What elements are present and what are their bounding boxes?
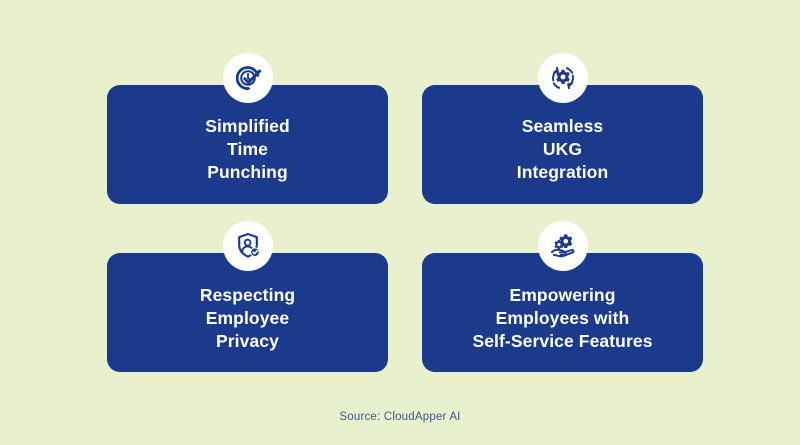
source-caption: Source: CloudApper AI [339, 411, 461, 423]
badge-shield-user-check [222, 221, 273, 271]
gear-sync-icon [548, 63, 578, 93]
feature-card-label: Empowering Employees with Self-Service F… [472, 285, 653, 351]
feature-card-empowering-employees-self-service[interactable]: Empowering Employees with Self-Service F… [422, 221, 703, 372]
feature-card-label: Respecting Employee Privacy [199, 285, 296, 351]
badge-clock-check [222, 53, 273, 103]
badge-gear-sync [537, 53, 588, 103]
shield-user-check-icon [233, 231, 263, 261]
feature-card-grid: Simplified Time Punching [107, 53, 703, 372]
badge-hand-gears [537, 221, 588, 271]
hand-gears-icon [548, 231, 578, 261]
clock-check-icon [233, 63, 263, 93]
feature-card-respecting-employee-privacy[interactable]: Respecting Employee Privacy [107, 221, 388, 372]
feature-card-simplified-time-punching[interactable]: Simplified Time Punching [107, 53, 388, 204]
feature-card-label: Simplified Time Punching [205, 116, 290, 182]
feature-card-label: Seamless UKG Integration [516, 116, 609, 182]
feature-card-seamless-ukg-integration[interactable]: Seamless UKG Integration [422, 53, 703, 204]
